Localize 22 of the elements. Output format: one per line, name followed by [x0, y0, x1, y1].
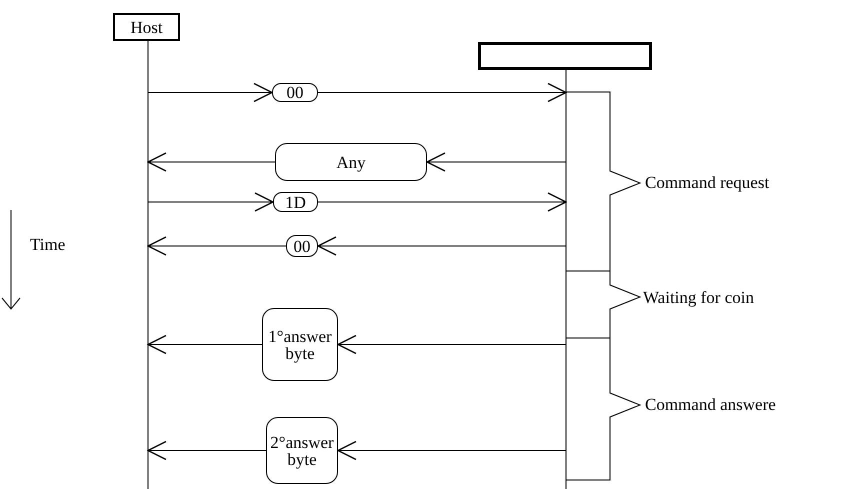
arrow	[147, 440, 266, 460]
arrow	[337, 440, 566, 460]
arrow	[147, 236, 286, 256]
message-box: 00	[286, 235, 318, 257]
arrow	[318, 192, 567, 212]
axis-label: Time	[30, 235, 66, 255]
message-box: 1D	[273, 192, 318, 212]
bracket-label: Command answere	[645, 395, 776, 415]
arrow	[148, 192, 274, 212]
arrow	[147, 152, 276, 172]
arrow	[147, 334, 262, 354]
arrow	[148, 82, 273, 102]
message-box: 1°answer byte	[262, 308, 338, 381]
arrow	[426, 152, 566, 172]
arrow	[337, 334, 566, 354]
arrow	[318, 82, 567, 102]
arrow	[317, 236, 566, 256]
message-box: Any	[275, 143, 427, 181]
bracket-label: Command request	[645, 173, 770, 193]
message-box: 00	[272, 83, 318, 102]
bracket-label: Waiting for coin	[643, 288, 754, 308]
message-box: 2°answer byte	[266, 417, 338, 484]
